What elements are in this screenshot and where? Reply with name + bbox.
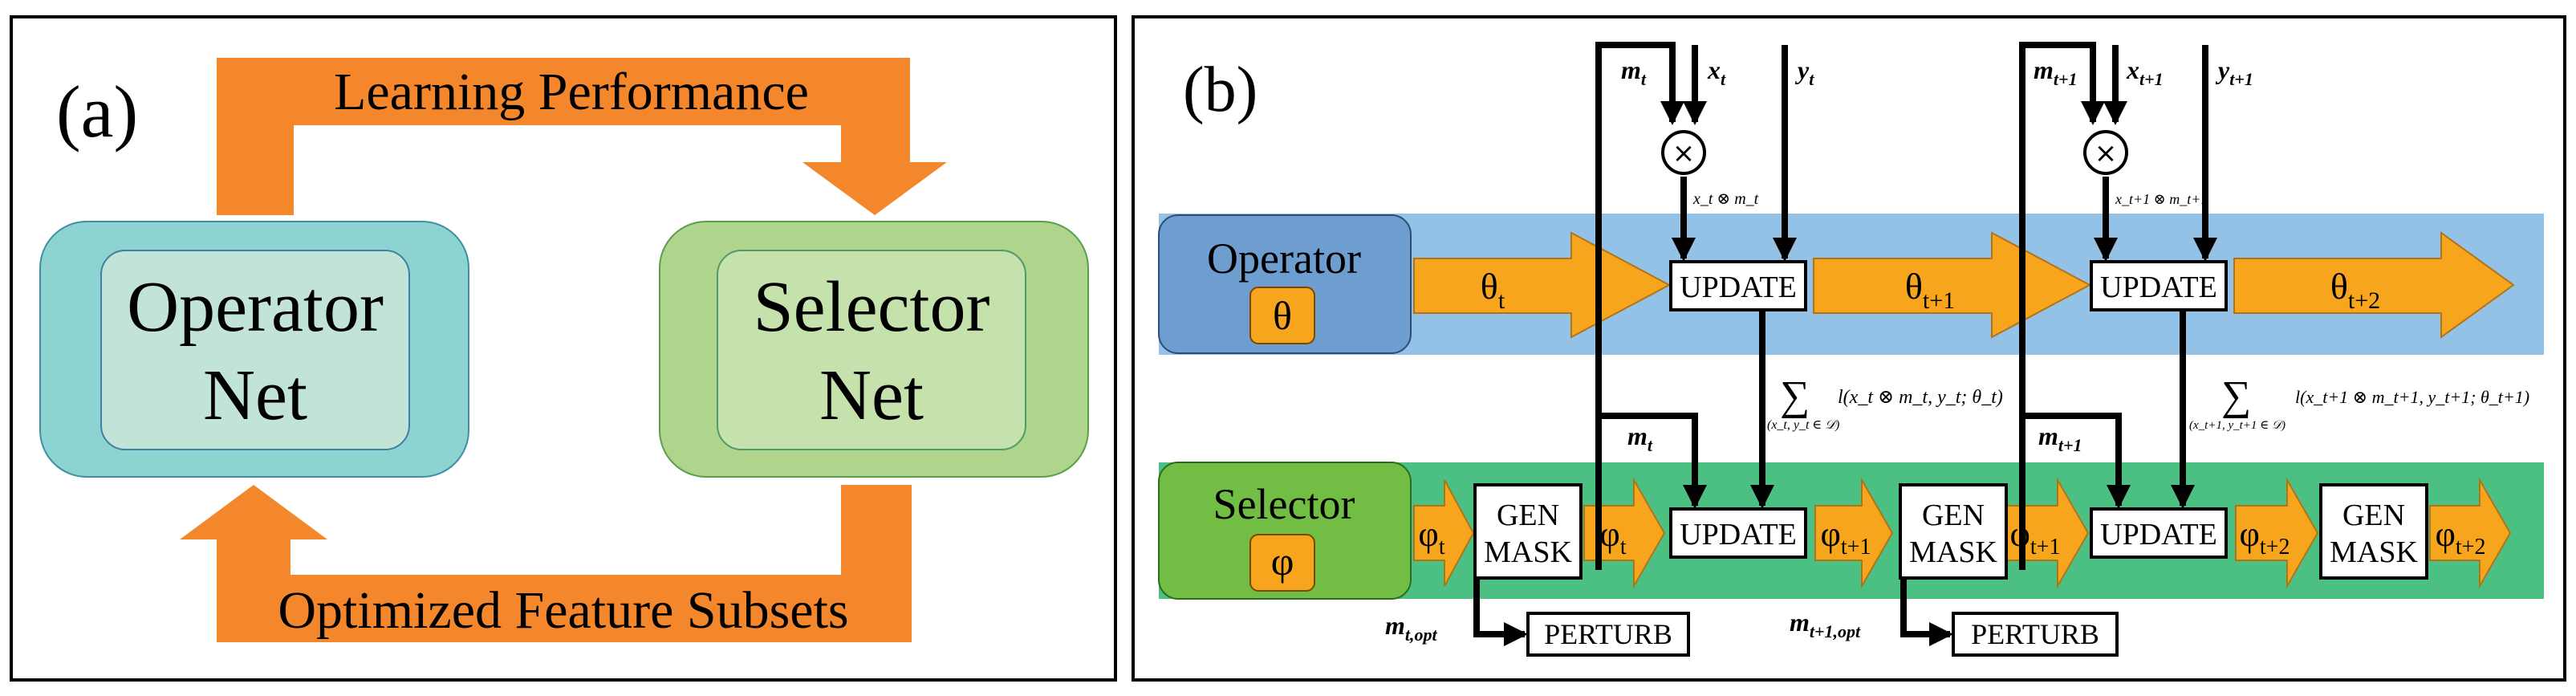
x-t1-label: xt+1 (2126, 55, 2164, 89)
theta-arrow-t2-label: θt+2 (2330, 266, 2380, 314)
m-t1-lower-label: mt+1 (2038, 421, 2082, 455)
sum-t1-sigma: ∑ (2221, 373, 2251, 419)
product-t-label: x_t ⊗ m_t (1692, 190, 1759, 208)
sum-t-under: (x_t, y_t ∈ 𝒟) (1767, 418, 1839, 432)
panel-a: (a) Learning Performance Optimized Featu… (10, 15, 1117, 682)
phi-badge (1249, 534, 1315, 592)
multiply-node-t (1661, 130, 1706, 175)
update-box-sel-t1-label: UPDATE (2100, 518, 2217, 552)
selector-net-line2: Net (819, 356, 924, 435)
m-t1-opt-label: mt+1,opt (1790, 608, 1861, 641)
multiply-node-t1-symbol: × (2095, 137, 2118, 169)
perturb-box-t1-label: PERTURB (1971, 618, 2099, 650)
m-t1-label: mt+1 (2034, 55, 2078, 89)
gen-mask-t1-line2: MASK (1909, 535, 1997, 569)
step-t1-connectors (1900, 42, 2217, 646)
theta-badge-symbol: θ (1273, 293, 1292, 338)
update-box-sel-t1 (2090, 507, 2228, 559)
phi-arrow-2 (1583, 477, 1666, 589)
sum-t-sigma: ∑ (1780, 373, 1810, 419)
perturb-t1-line (1900, 578, 1953, 646)
phi-arrow-3 (1814, 477, 1894, 589)
selector-lane-title: Selector (1213, 480, 1355, 528)
gen-mask-t-line2: MASK (1484, 535, 1572, 569)
phi-arrow-1 (1413, 479, 1475, 587)
y-t-label: yt (1794, 55, 1814, 89)
update-box-op-t1 (2090, 260, 2228, 311)
operator-net-inner (100, 250, 410, 450)
phi-arrow-5 (2235, 477, 2319, 589)
operator-lane-title: Operator (1207, 234, 1361, 283)
optimized-subsets-arrow (180, 485, 912, 642)
perturb-box-t (1526, 612, 1690, 657)
gen-mask-t-line1: GEN (1497, 499, 1559, 532)
multiply-node-t-symbol: × (1672, 137, 1696, 169)
theta-arrow-t1-label: θt+1 (1905, 266, 1955, 314)
update-box-op-t (1669, 260, 1807, 311)
gen-mask-t2-line1: GEN (2342, 499, 2405, 532)
gen-mask-box-t1 (1899, 483, 2008, 580)
gen-mask-t2-line2: MASK (2330, 535, 2418, 569)
panel-b-label: (b) (1183, 55, 1258, 125)
gen-mask-box-t2 (2319, 483, 2428, 580)
update-box-sel-t (1669, 507, 1807, 559)
phi-arrow-4 (2005, 477, 2090, 589)
theta-badge (1249, 287, 1315, 344)
sum-t-text: l(x_t ⊗ m_t, y_t; θ_t) (1838, 387, 2003, 408)
perturb-box-t1 (1952, 612, 2119, 657)
update-box-op-t1-label: UPDATE (2100, 271, 2217, 304)
phi-arrow-6-label: φt+2 (2436, 515, 2486, 560)
operator-lane-box (1158, 214, 1412, 354)
theta-arrow-t-label: θt (1481, 266, 1505, 314)
m-t-to-update (1599, 413, 1707, 509)
phi-arrow-5-label: φt+2 (2240, 515, 2290, 560)
update-box-op-t-label: UPDATE (1680, 271, 1797, 304)
m-t-label: mt (1621, 55, 1647, 89)
step-t-connectors (1473, 42, 1797, 646)
theta-arrow-t2 (2233, 231, 2515, 339)
product-t1-label: x_t+1 ⊗ m_t+1 (2115, 191, 2208, 207)
selector-lane-box (1158, 462, 1412, 600)
optimized-subsets-label: Optimized Feature Subsets (278, 581, 848, 640)
selector-net-inner (717, 250, 1026, 450)
m-t-lower-label: mt (1627, 421, 1653, 455)
gen-mask-t1-line1: GEN (1922, 499, 1985, 532)
m-t-opt-label: mt,opt (1385, 611, 1438, 645)
update-box-sel-t-label: UPDATE (1680, 518, 1797, 552)
gen-mask-box-t (1473, 483, 1583, 580)
learning-performance-label: Learning Performance (334, 63, 809, 121)
x-t-label: xt (1707, 55, 1726, 89)
learning-performance-arrow (217, 58, 947, 215)
y-t1-label: yt+1 (2215, 55, 2253, 89)
operator-net-line1: Operator (127, 267, 384, 347)
perturb-box-t-label: PERTURB (1544, 618, 1672, 650)
operator-net-line2: Net (203, 356, 307, 435)
panel-a-label: (a) (56, 71, 138, 153)
m-t1-to-update (2022, 413, 2131, 509)
perturb-t-line (1473, 578, 1528, 646)
multiply-node-t1 (2083, 130, 2128, 175)
phi-arrows (1413, 477, 2512, 589)
phi-badge-symbol: φ (1271, 539, 1294, 584)
sum-t1-under: (x_t+1, y_t+1 ∈ 𝒟) (2189, 419, 2285, 432)
phi-arrow-3-label: φt+1 (1821, 515, 1871, 560)
theta-arrow-t (1413, 231, 1672, 339)
phi-arrow-2-label: φt (1599, 515, 1626, 560)
selector-net-line1: Selector (754, 267, 990, 347)
mask-t-line (1595, 42, 1684, 570)
mask-t1-line (2019, 42, 2105, 570)
panel-b: (b) Operator θ Selector φ θt θt+1 θt+2 U… (1132, 15, 2566, 682)
sum-t1-text: l(x_t+1 ⊗ m_t+1, y_t+1; θ_t+1) (2295, 387, 2529, 407)
phi-arrow-1-label: φt (1418, 515, 1444, 560)
phi-arrow-6 (2429, 477, 2512, 589)
